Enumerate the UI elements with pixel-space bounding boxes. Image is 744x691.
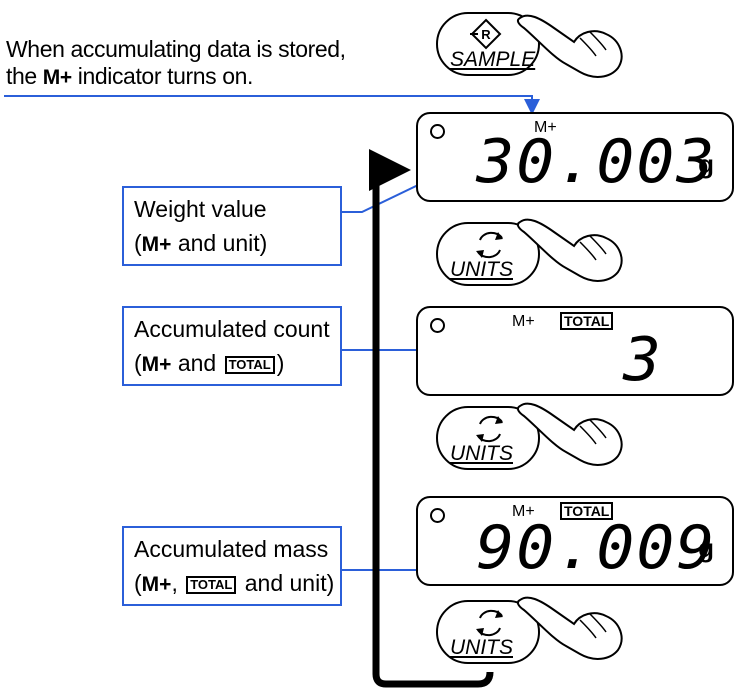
intro-line-1: When accumulating data is stored, xyxy=(6,36,346,62)
cycle-arrows-icon xyxy=(476,231,503,259)
unit-label: g xyxy=(698,149,714,179)
display-count: M+ TOTAL 3 xyxy=(416,306,734,396)
intro-turns-on: indicator turns on. xyxy=(77,63,254,89)
total-indicator: TOTAL xyxy=(560,502,614,520)
finger-press-icon xyxy=(516,218,623,282)
total-label: TOTAL xyxy=(186,575,237,594)
m-plus-indicator: M+ xyxy=(512,313,535,330)
cycle-arrows-icon xyxy=(476,415,503,443)
display-weight: M+ 30.003 g xyxy=(416,112,734,202)
callout-detail: (M+, TOTAL and unit) xyxy=(134,570,335,596)
m-plus-label: M+ xyxy=(141,233,172,256)
callout-title: Accumulated mass xyxy=(134,536,329,562)
callout-title: Accumulated count xyxy=(134,316,330,342)
callout-accumulated-count: Accumulated count (M+ and TOTAL) xyxy=(122,306,342,386)
callout-weight-value: Weight value (M+ and unit) xyxy=(122,186,342,266)
svg-text:R: R xyxy=(481,27,491,42)
units-key-3[interactable]: UNITS xyxy=(436,600,540,664)
finger-press-icon xyxy=(516,402,623,466)
unit-label: g xyxy=(698,533,714,563)
total-indicator: TOTAL xyxy=(560,312,614,330)
r-diamond-icon: R xyxy=(470,18,502,50)
m-plus-label: M+ xyxy=(141,573,172,596)
callout-accumulated-mass: Accumulated mass (M+, TOTAL and unit) xyxy=(122,526,342,606)
intro-line-2: the M+ indicator turns on. xyxy=(6,63,346,91)
sample-key-label: SAMPLE xyxy=(450,48,536,71)
stable-mark-icon xyxy=(430,508,445,523)
units-key-label: UNITS xyxy=(450,636,513,659)
m-plus-indicator-label: M+ xyxy=(42,66,72,89)
cycle-arrows-icon xyxy=(476,609,503,637)
finger-press-icon xyxy=(516,14,623,78)
m-plus-indicator: M+ xyxy=(534,119,557,136)
stable-mark-icon xyxy=(430,318,445,333)
stable-mark-icon xyxy=(430,124,445,139)
units-key-1[interactable]: UNITS xyxy=(436,222,540,286)
callout-title: Weight value xyxy=(134,196,267,222)
callout-detail: (M+ and unit) xyxy=(134,230,268,256)
display-mass: M+ TOTAL 90.009 g xyxy=(416,496,734,586)
m-plus-label: M+ xyxy=(141,353,172,376)
callout-detail: (M+ and TOTAL) xyxy=(134,350,285,376)
units-key-2[interactable]: UNITS xyxy=(436,406,540,470)
intro-the: the xyxy=(6,63,37,89)
display-value: 90.009 xyxy=(476,513,717,583)
total-label: TOTAL xyxy=(224,355,275,374)
units-key-label: UNITS xyxy=(450,258,513,281)
display-value: 3 xyxy=(623,325,664,395)
intro-text: When accumulating data is stored, the M+… xyxy=(6,36,346,91)
units-key-label: UNITS xyxy=(450,442,513,465)
finger-press-icon xyxy=(516,596,623,660)
display-value: 30.003 xyxy=(476,127,717,197)
m-plus-indicator: M+ xyxy=(512,503,535,520)
